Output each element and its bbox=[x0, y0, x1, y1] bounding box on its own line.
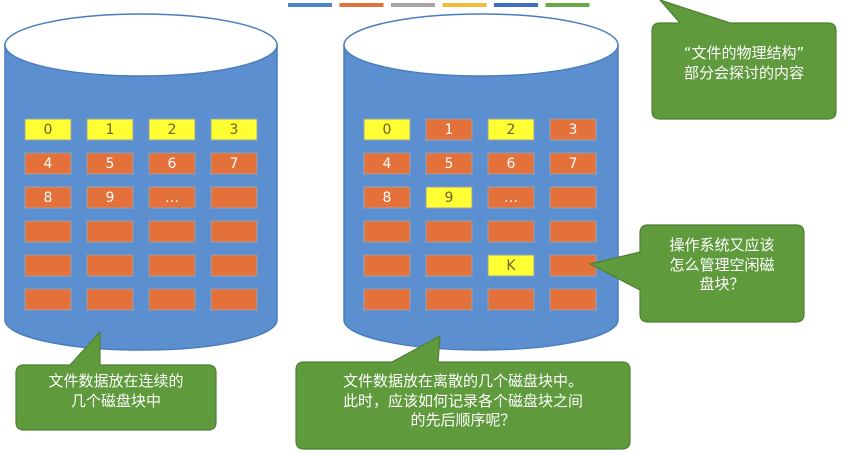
left-disk-block bbox=[210, 254, 258, 277]
left-disk-block bbox=[86, 288, 134, 311]
left-disk-block bbox=[210, 118, 258, 141]
left-disk-block bbox=[210, 152, 258, 175]
callout-free-space-shape bbox=[588, 224, 805, 323]
legend-bar bbox=[494, 3, 538, 7]
left-disk-block bbox=[210, 288, 258, 311]
left-disk-block bbox=[86, 254, 134, 277]
legend-bar bbox=[391, 3, 435, 7]
right-disk-block bbox=[425, 288, 473, 311]
right-disk-blocks bbox=[363, 118, 597, 311]
left-disk-block bbox=[148, 152, 196, 175]
right-disk-block bbox=[487, 288, 535, 311]
left-disk-block bbox=[148, 288, 196, 311]
left-disk-block bbox=[148, 118, 196, 141]
right-disk-block bbox=[549, 186, 597, 209]
left-disk-block bbox=[24, 118, 72, 141]
right-disk-block bbox=[549, 254, 597, 277]
left-disk-blocks bbox=[24, 118, 258, 311]
callout-physical-structure-shape bbox=[651, 0, 837, 120]
left-disk-block bbox=[24, 254, 72, 277]
callout-scattered-shape bbox=[295, 334, 631, 450]
legend-bar bbox=[442, 3, 487, 7]
left-disk-block bbox=[86, 152, 134, 175]
left-disk-block bbox=[148, 186, 196, 209]
callout-physical-structure-text: “文件的物理结构” 部分会探讨的内容 bbox=[683, 44, 805, 82]
right-disk-block bbox=[487, 118, 535, 141]
right-disk-block bbox=[549, 220, 597, 243]
right-disk-block bbox=[549, 152, 597, 175]
right-disk-top bbox=[343, 13, 619, 77]
left-disk-block bbox=[210, 220, 258, 243]
right-disk-block bbox=[487, 254, 535, 277]
right-disk-block bbox=[549, 118, 597, 141]
left-disk-block bbox=[148, 254, 196, 277]
callout-contiguous-shape bbox=[15, 330, 217, 431]
left-disk-block bbox=[86, 220, 134, 243]
left-disk-block bbox=[86, 118, 134, 141]
right-disk-block bbox=[425, 152, 473, 175]
left-disk-block bbox=[24, 152, 72, 175]
right-disk-block bbox=[363, 288, 411, 311]
left-disk-body bbox=[4, 44, 278, 351]
right-disk-block bbox=[487, 220, 535, 243]
right-disk-block bbox=[363, 220, 411, 243]
right-disk-block bbox=[487, 186, 535, 209]
legend-bar bbox=[339, 3, 384, 7]
legend-color-bars bbox=[288, 3, 590, 7]
right-disk-block bbox=[425, 254, 473, 277]
callout-free-space-text: 操作系统又应该 怎么管理空闲磁 盘块？ bbox=[669, 236, 775, 293]
right-disk-block bbox=[363, 186, 411, 209]
right-disk-block bbox=[487, 152, 535, 175]
left-disk-block bbox=[24, 288, 72, 311]
left-disk-top bbox=[4, 13, 278, 77]
right-disk-block bbox=[363, 118, 411, 141]
left-disk-block bbox=[86, 186, 134, 209]
left-disk-block bbox=[210, 186, 258, 209]
legend-bar bbox=[545, 3, 590, 7]
left-disk-block bbox=[24, 186, 72, 209]
right-disk-block bbox=[425, 220, 473, 243]
right-disk-block bbox=[549, 288, 597, 311]
callout-scattered-text: 文件数据放在离散的几个磁盘块中。 此时，应该如何记录各个磁盘块之间 的先后顺序呢… bbox=[342, 372, 583, 429]
left-disk-block bbox=[24, 220, 72, 243]
legend-bar bbox=[288, 3, 332, 7]
right-disk-block bbox=[363, 152, 411, 175]
left-disk-cylinder bbox=[4, 13, 278, 351]
right-disk-block bbox=[425, 186, 473, 209]
left-disk-block bbox=[148, 220, 196, 243]
right-disk-block bbox=[363, 254, 411, 277]
callout-contiguous-text: 文件数据放在连续的 几个磁盘块中 bbox=[48, 372, 184, 410]
right-disk-block bbox=[425, 118, 473, 141]
